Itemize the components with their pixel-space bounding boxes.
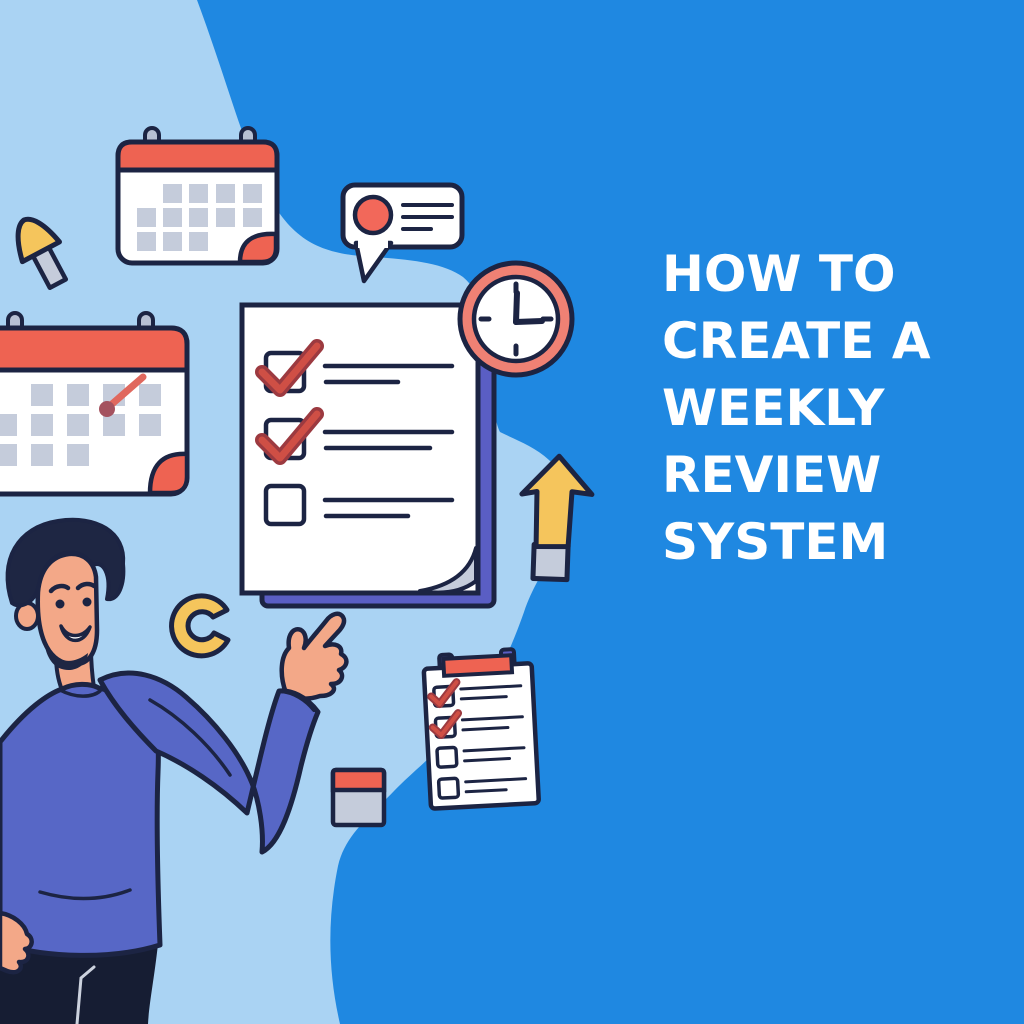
clock-hands: [513, 290, 545, 325]
eyebrow-right: [75, 581, 97, 591]
title-line: WEEKLY: [662, 379, 885, 437]
bubble-avatar-dot: [352, 194, 394, 236]
poster-title: HOW TO CREATE A WEEKLY REVIEW SYSTEM: [662, 241, 1002, 576]
calendar-day-cells: [0, 384, 161, 466]
hem-fold-line: [38, 888, 132, 901]
arrow-up-icon: [519, 453, 595, 583]
pointing-hand: [279, 611, 349, 701]
calendar-date-pin-icon: [0, 311, 190, 497]
sleeve-crease: [148, 698, 232, 777]
pants-seam: [75, 965, 96, 1024]
clock-ticks: [478, 281, 554, 357]
cuff-line: [278, 689, 316, 712]
clipboard-check-marks: [427, 678, 463, 740]
beard: [44, 636, 88, 671]
mini-calendar-icon: [330, 767, 387, 828]
title-line: REVIEW: [662, 446, 882, 504]
eyebrow-left: [48, 583, 71, 594]
cursor-arrow-icon: [15, 216, 69, 291]
title-line: HOW TO: [662, 245, 896, 303]
checklist-text-lines: [322, 363, 455, 519]
clipboard-clip: [441, 653, 515, 678]
smile: [59, 624, 92, 643]
refresh-icon: [169, 593, 231, 659]
date-pin-dot: [99, 401, 115, 417]
speech-bubble-icon: [340, 182, 465, 284]
hand-on-hip: [0, 910, 34, 975]
clipboard-text-lines: [459, 684, 528, 794]
collar-line: [58, 688, 102, 698]
checklist-document-icon: [239, 302, 497, 609]
bubble-text-lines: [401, 203, 454, 231]
calendar-icon: [115, 126, 280, 266]
clipboard-checklist-icon: [421, 647, 541, 811]
checkbox-empty: [263, 483, 307, 527]
eye-right: [82, 597, 92, 607]
sweater-arm: [97, 670, 321, 855]
check-marks: [255, 339, 324, 465]
man-pointing-illustration: [0, 517, 349, 1024]
hair: [5, 517, 126, 608]
title-line: SYSTEM: [662, 513, 889, 571]
clock-icon: [457, 260, 575, 378]
calendar-day-cells: [137, 184, 262, 251]
page-curl: [418, 546, 478, 595]
title-line: CREATE A: [662, 312, 931, 370]
date-pin-stick: [108, 373, 147, 408]
eye-left: [55, 599, 65, 609]
